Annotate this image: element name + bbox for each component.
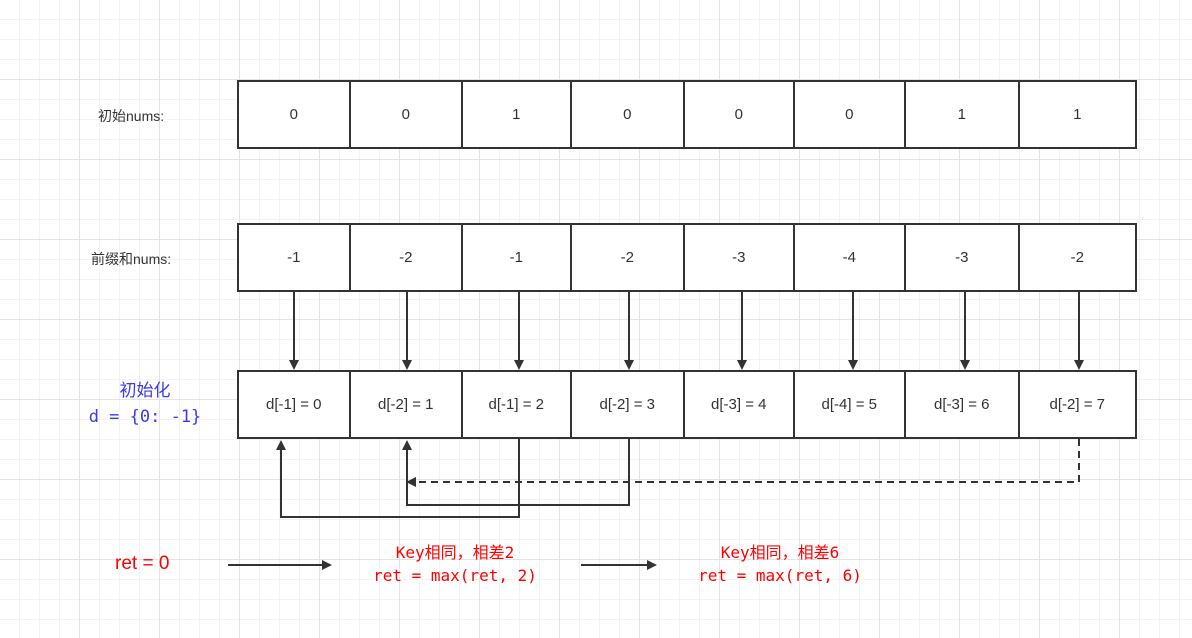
initial-nums-cell: 1	[463, 82, 572, 147]
prefix-sum-row: -1-2-1-2-3-4-3-2	[237, 223, 1137, 292]
initial-nums-cell: 0	[795, 82, 907, 147]
prefix-sum-cell: -2	[572, 225, 686, 290]
prefix-sum-cell: -2	[1070, 249, 1084, 266]
prefix-sum-cell: -1	[463, 225, 572, 290]
init-dict: d = {0: -1}	[88, 407, 202, 427]
dict-entry-cell: d[-3] = 4	[685, 372, 795, 437]
prefix-sum-cell: -4	[795, 225, 907, 290]
ret-initial: ret = 0	[115, 553, 170, 574]
initial-nums-cell: 1	[906, 82, 1020, 147]
initial-nums-cell: 0	[685, 82, 795, 147]
match-arrow-minus-1	[276, 439, 520, 518]
prefix-sum-cell: -3	[906, 225, 1020, 290]
result-note-2: Key相同，相差6 ret = max(ret, 6)	[680, 541, 880, 587]
match-arrow-minus-2	[402, 439, 630, 506]
init-dict-note: 初始化 d = {0: -1}	[70, 378, 220, 430]
dict-entry-cell: d[-1] = 2	[463, 372, 572, 437]
dict-entry-cell: d[-2] = 1	[351, 372, 463, 437]
dict-entry-cell: d[-2] = 7	[1049, 396, 1105, 413]
init-title: 初始化	[119, 381, 171, 401]
prefix-sum-label: 前缀和nums:	[91, 251, 172, 267]
initial-nums-label: 初始nums:	[98, 108, 165, 124]
prefix-sum-cell: -3	[685, 225, 795, 290]
initial-nums-cell: 0	[572, 82, 686, 147]
note-2-title: Key相同，相差6	[720, 543, 840, 562]
initial-nums-cell: 0	[351, 82, 463, 147]
result-note-1: Key相同，相差2 ret = max(ret, 2)	[355, 541, 555, 587]
dict-entry-cell: d[-4] = 5	[795, 372, 907, 437]
dict-entry-cell: d[-2] = 3	[572, 372, 686, 437]
note-1-formula: ret = max(ret, 2)	[373, 566, 537, 585]
prefix-sum-cell: -1	[239, 225, 351, 290]
initial-nums-cell: 0	[239, 82, 351, 147]
prefix-sum-cell: -2	[351, 225, 463, 290]
dict-entry-cell: d[-3] = 6	[906, 372, 1020, 437]
note-2-formula: ret = max(ret, 6)	[698, 566, 862, 585]
note-1-title: Key相同，相差2	[395, 543, 515, 562]
dict-entry-cell: d[-1] = 0	[239, 372, 351, 437]
match-arrow-dashed	[406, 439, 1080, 487]
initial-nums-cell: 1	[1073, 106, 1082, 123]
